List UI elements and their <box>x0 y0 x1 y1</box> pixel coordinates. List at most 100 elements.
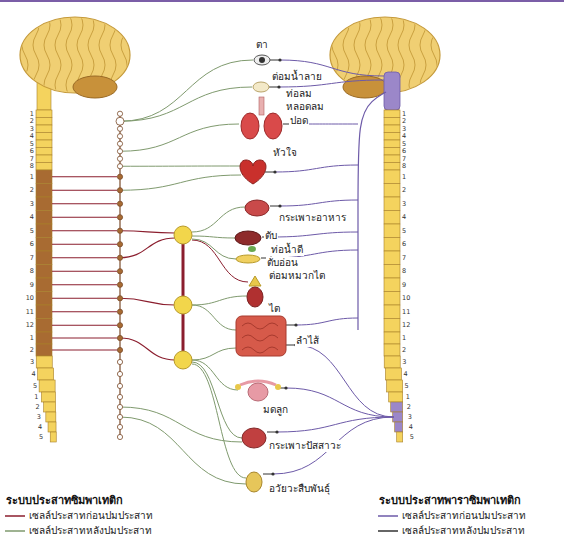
segment-number: 12 <box>402 322 410 329</box>
spinal-segment <box>384 356 400 368</box>
spinal-segment <box>384 278 400 292</box>
preganglionic-fiber <box>52 271 117 272</box>
adrenal-figure <box>249 276 261 286</box>
chain-ganglion <box>117 282 122 287</box>
brain-fold <box>66 15 72 95</box>
spinal-segment <box>384 251 400 265</box>
legend-text: เซลล์ประสาทหลังปมประสาท <box>402 525 525 537</box>
postganglionic-fiber <box>120 417 246 484</box>
chain-ganglion <box>117 434 122 439</box>
spinal-segment <box>384 133 400 141</box>
segment-number: 2 <box>402 347 406 354</box>
chain-ganglia <box>116 111 124 439</box>
legend-line <box>5 515 25 517</box>
bladder-figure <box>242 428 266 448</box>
preganglionic-fiber <box>52 311 117 312</box>
segment-number: 11 <box>26 309 34 316</box>
segment-number: 3 <box>37 414 41 421</box>
segment-number: 4 <box>30 133 34 140</box>
legend-line <box>5 530 25 532</box>
segment-number: 3 <box>402 359 406 366</box>
organ-label: ต่อมน้ำลาย <box>271 71 323 83</box>
chain-ganglion <box>117 347 122 352</box>
gallbladder-figure <box>248 246 256 252</box>
chain-ganglion <box>117 228 122 233</box>
chain-ganglion <box>117 164 122 169</box>
spinal-segment <box>395 422 403 432</box>
organ-label: ต่อมหมวกไต <box>268 270 326 282</box>
spinal-cord <box>36 110 56 442</box>
spinal-segment <box>50 432 56 442</box>
chain-ganglion <box>117 269 122 274</box>
terminal-ganglion <box>273 170 276 173</box>
legend-heading: ระบบประสาทพาราซิมพาเทติก <box>378 494 522 507</box>
chain-ganglion <box>117 242 122 247</box>
segment-number: 1 <box>30 335 34 342</box>
spinal-segment <box>384 332 400 344</box>
terminal-ganglion <box>278 58 281 61</box>
spinal-segment <box>44 402 56 412</box>
ovary-figure <box>235 384 241 390</box>
organ-label: หลอดลม <box>285 101 325 113</box>
legend-item: เซลล์ประสาทก่อนปมประสาท <box>378 510 526 522</box>
chain-ganglion <box>117 111 122 116</box>
segment-number: 5 <box>33 383 37 390</box>
spinal-segment <box>384 211 400 225</box>
segment-number: 9 <box>402 282 406 289</box>
segment-number: 5 <box>402 228 406 235</box>
preganglionic-fiber <box>52 325 117 326</box>
segment-number: 2 <box>407 404 411 411</box>
chain-ganglion <box>117 141 122 146</box>
segment-number: 1 <box>34 394 38 401</box>
spinal-segment <box>397 432 403 442</box>
preganglionic-fiber <box>52 203 117 204</box>
brain-fold <box>22 15 28 95</box>
spinal-segment <box>387 380 403 392</box>
spinal-segment <box>384 163 400 171</box>
spinal-segment <box>36 278 52 292</box>
segment-number: 12 <box>26 322 34 329</box>
spinal-segment <box>384 140 400 148</box>
chain-ganglion <box>117 414 122 419</box>
organ-label: กระเพาะปัสสาวะ <box>268 440 342 452</box>
segment-number: 4 <box>403 371 407 378</box>
segment-number: 1 <box>402 111 406 118</box>
legend-swatch <box>5 512 25 520</box>
postganglionic-fiber <box>192 305 236 330</box>
spinal-segment <box>36 118 52 126</box>
segment-number: 10 <box>402 295 410 302</box>
spinal-segment <box>36 140 52 148</box>
segment-number: 4 <box>402 133 406 140</box>
legend-line <box>378 530 398 532</box>
segment-number: 3 <box>402 201 406 208</box>
segment-number: 5 <box>405 383 409 390</box>
spinal-segment <box>384 170 400 184</box>
preganglionic-fiber <box>52 176 117 177</box>
segment-number: 3 <box>402 126 406 133</box>
splanchnic-nerve <box>120 298 175 305</box>
terminal-ganglion <box>284 386 287 389</box>
organ-label: อวัยวะสืบพันธุ์ <box>268 483 331 495</box>
pancreas-figure <box>236 255 260 263</box>
spinal-segment <box>384 155 400 163</box>
chain-ganglion <box>117 359 122 364</box>
spinal-segment <box>38 368 54 380</box>
preganglionic-fiber <box>52 298 117 299</box>
splanchnic-nerve <box>120 238 175 258</box>
spinal-segment <box>384 292 400 306</box>
spinal-segment <box>384 265 400 279</box>
postganglionic-fiber <box>192 207 245 232</box>
splanchnic-nerve <box>120 231 175 233</box>
genital-figure <box>246 472 262 492</box>
segment-number: 2 <box>35 404 39 411</box>
segment-number: 2 <box>30 118 34 125</box>
spinal-segment <box>36 238 52 252</box>
preganglionic-fiber <box>52 244 117 245</box>
spinal-segment <box>36 155 52 163</box>
segment-number: 8 <box>30 268 34 275</box>
terminal-ganglion <box>278 204 281 207</box>
segment-number: 2 <box>402 187 406 194</box>
legend-line <box>378 515 398 517</box>
